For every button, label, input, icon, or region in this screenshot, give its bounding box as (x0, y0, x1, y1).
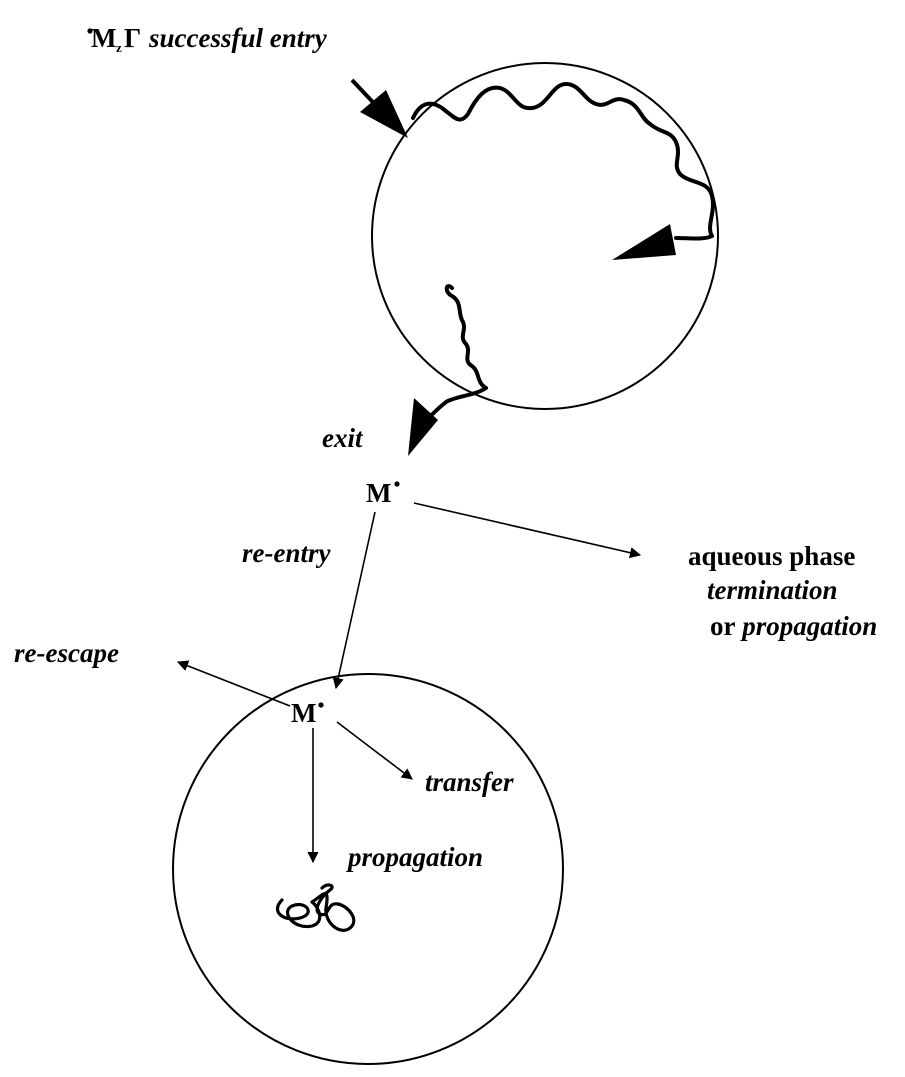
reentry-arrow (332, 511, 376, 690)
entry-arrow (350, 78, 408, 138)
radical-dot (87, 28, 93, 34)
propagation-inside-label: propagation (346, 842, 483, 872)
upper-particle-circle (371, 62, 719, 410)
exit-label: exit (322, 423, 364, 453)
entered-chain-wavy (411, 82, 715, 241)
entry-label-gamma: Γ (124, 23, 141, 53)
or-propagation-label: or propagation (710, 611, 877, 641)
aqueous-phase-label: aqueous phase (688, 541, 855, 571)
exiting-chain (418, 284, 488, 430)
termination-label: termination (707, 575, 838, 605)
lower-particle-circle (172, 673, 564, 1065)
radical-dot-middle (394, 481, 400, 487)
radical-label: M (366, 478, 391, 508)
entry-label-group: M z Γ successful entry (87, 23, 328, 55)
growing-chain-squiggle (275, 883, 356, 932)
aqueous-arrow (413, 502, 642, 559)
reentry-label: re-entry (242, 538, 331, 568)
inner-radical-label: M (291, 698, 316, 728)
propagation-word: propagation (740, 611, 877, 641)
inner-radical-dot (318, 702, 324, 708)
entry-label-sub: z (116, 40, 122, 55)
reescape-label: re-escape (14, 638, 119, 668)
entry-label-text: successful entry (148, 23, 328, 53)
or-word: or (710, 611, 736, 641)
chain-arrowhead (612, 224, 676, 260)
transfer-arrow (336, 721, 413, 780)
reescape-arrow (176, 660, 291, 707)
entry-label-m: M (91, 23, 116, 53)
transfer-label: transfer (425, 767, 514, 797)
exit-arrowhead (408, 398, 438, 456)
